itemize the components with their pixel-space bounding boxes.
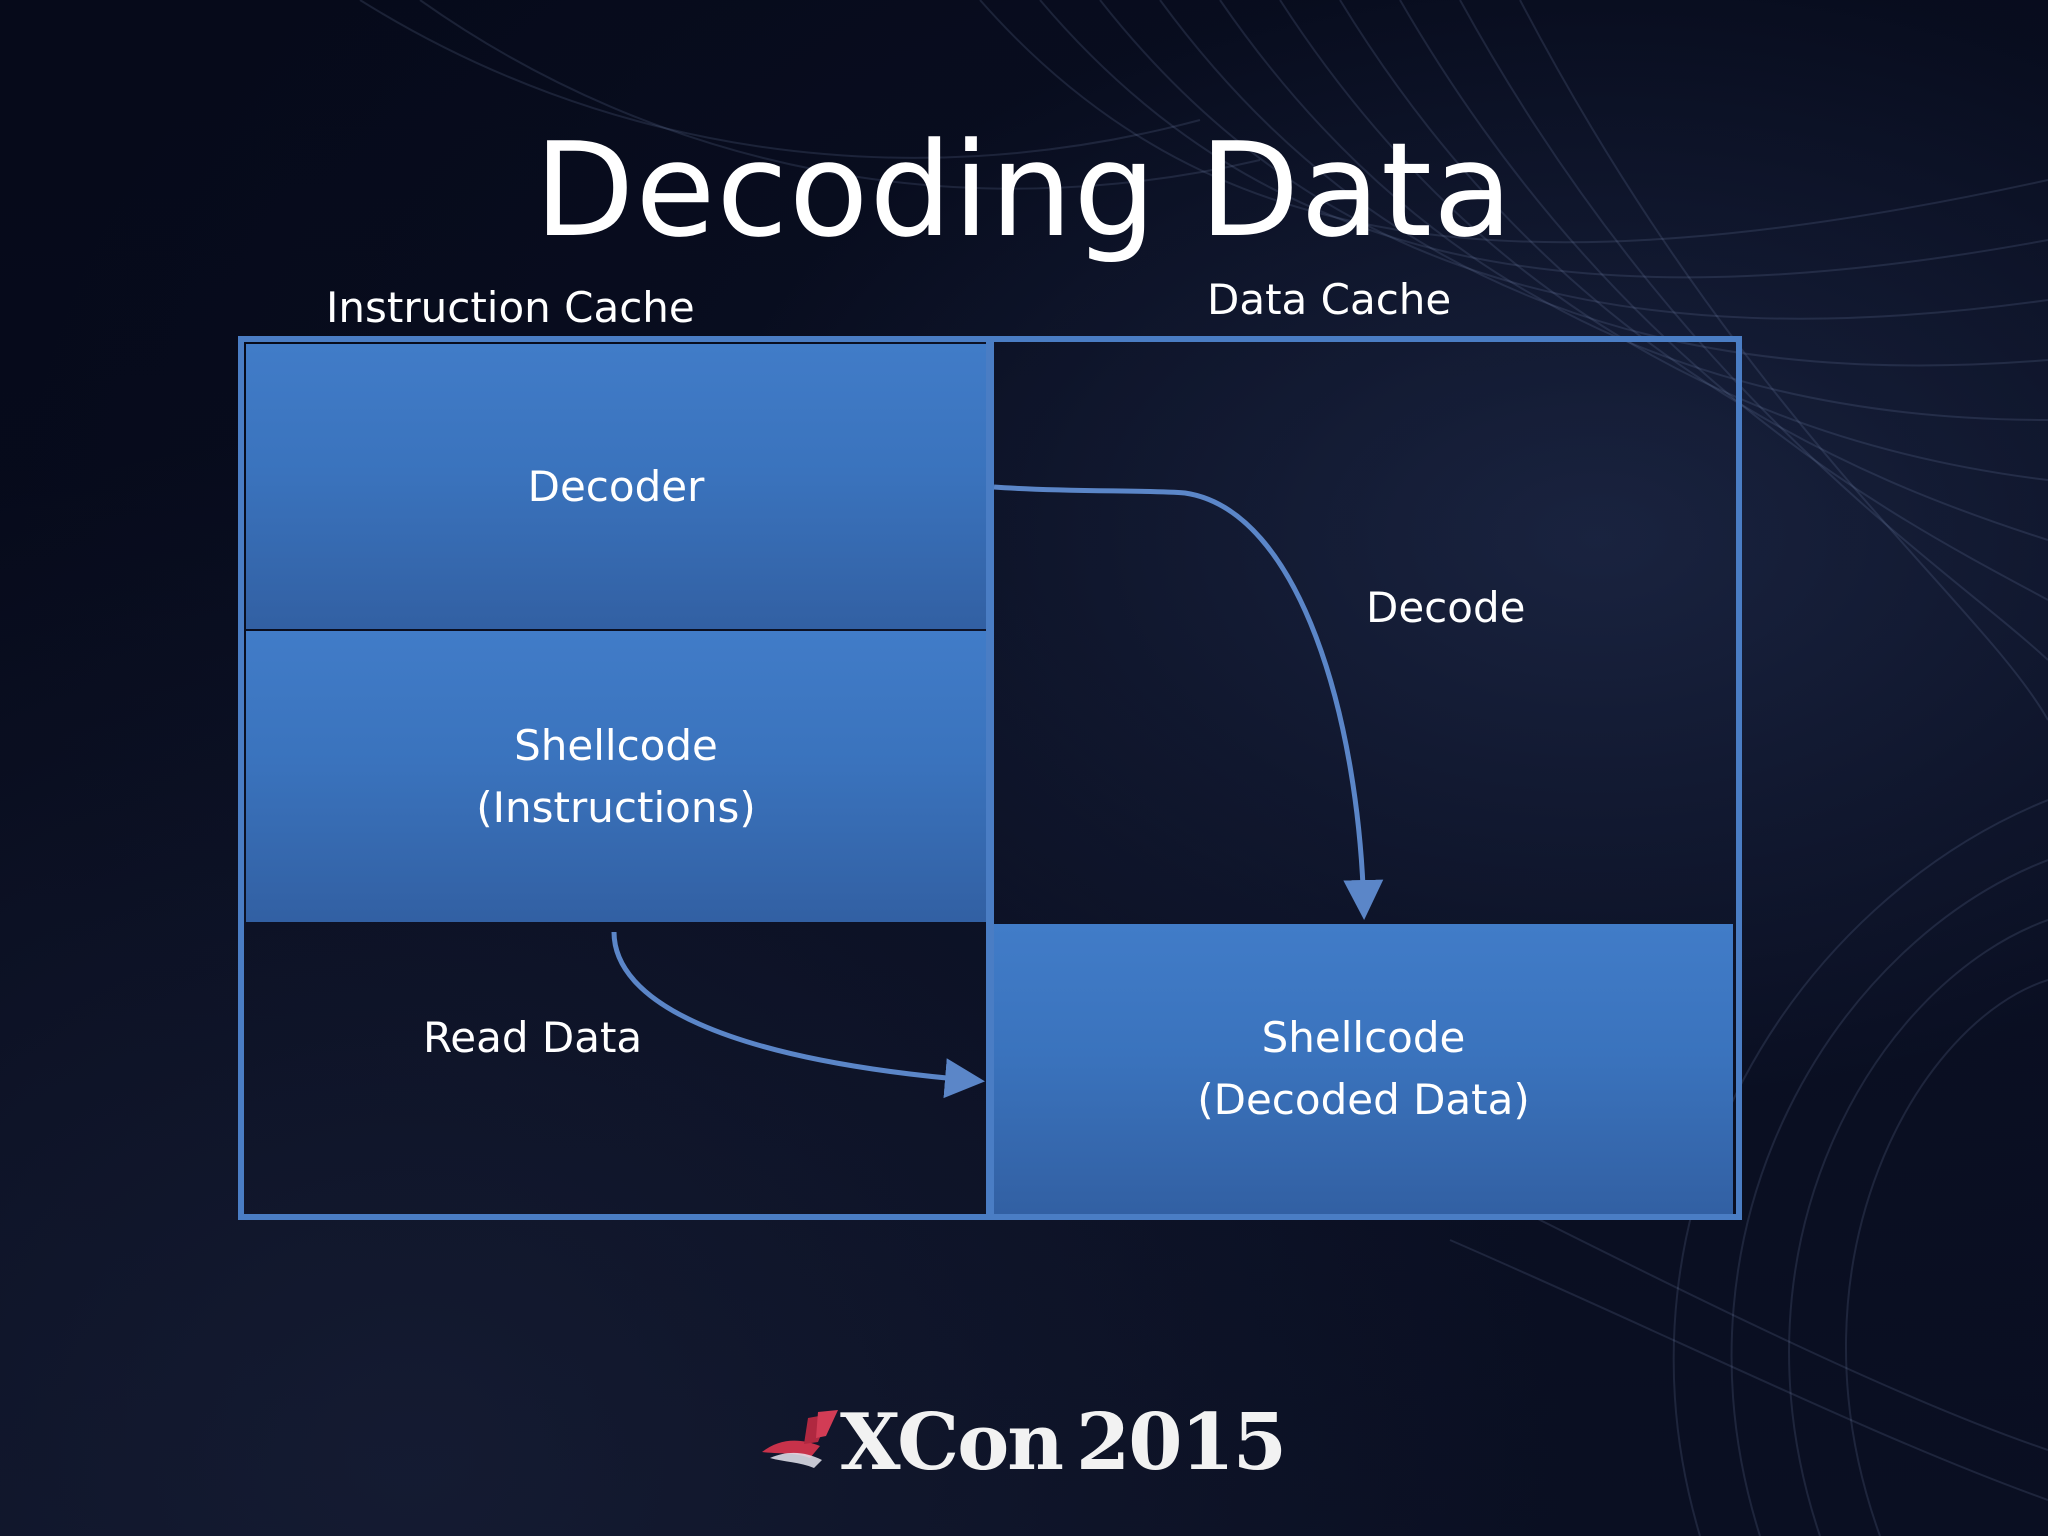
decode-edge-label: Decode	[1366, 583, 1526, 632]
frame-divider	[986, 336, 994, 1220]
read-data-arrow	[611, 931, 985, 1099]
data-cache-label: Data Cache	[1207, 275, 1452, 324]
shellcode-instructions-line-1: Shellcode	[514, 720, 718, 770]
logo-year: 2015	[1075, 1397, 1287, 1488]
decode-arrow	[993, 484, 1384, 920]
xcon-wing-icon	[762, 1410, 838, 1468]
shellcode-decoded-line-1: Shellcode	[1261, 1013, 1466, 1062]
shellcode-instructions-block: Shellcode (Instructions)	[246, 631, 986, 922]
instruction-cache-label: Instruction Cache	[326, 283, 695, 332]
decoder-label: Decoder	[527, 461, 705, 511]
slide-title: Decoding Data	[534, 114, 1514, 266]
frame-right	[1736, 336, 1742, 1220]
frame-left	[238, 336, 244, 1220]
decoder-block: Decoder	[246, 344, 986, 629]
shellcode-instructions-line-2: (Instructions)	[476, 782, 756, 832]
read-data-edge-label: Read Data	[423, 1013, 643, 1062]
shellcode-decoded-line-2: (Decoded Data)	[1197, 1075, 1530, 1124]
logo-brand: XCon	[840, 1397, 1064, 1488]
shellcode-decoded-block: Shellcode (Decoded Data)	[994, 924, 1733, 1214]
